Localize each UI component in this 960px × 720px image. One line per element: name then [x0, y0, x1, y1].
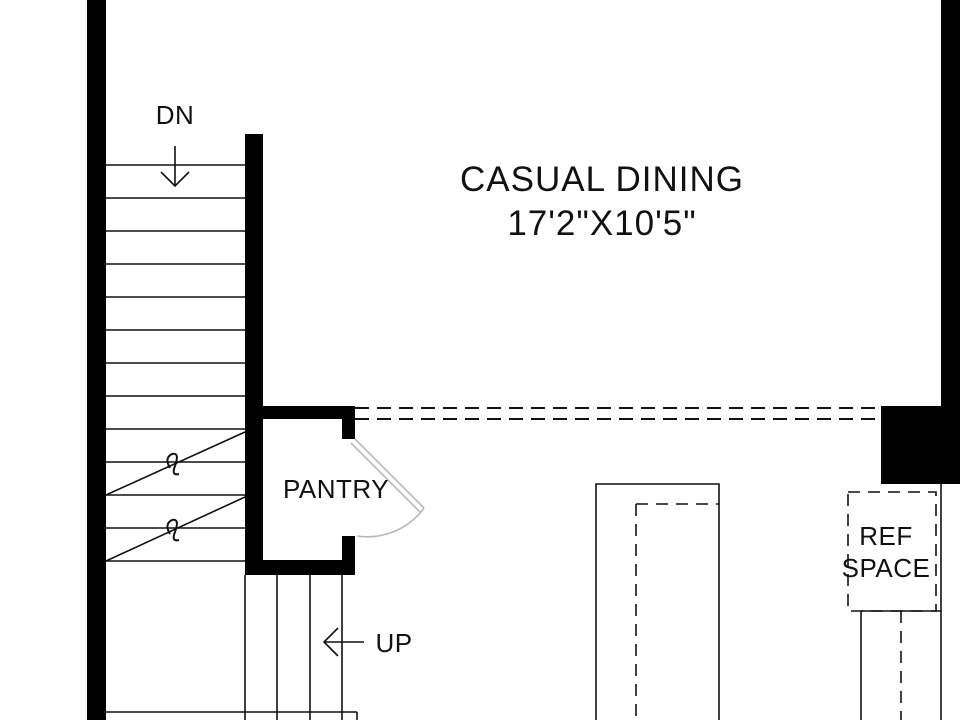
kitchen-island	[595, 483, 720, 720]
wall-stair-divider	[245, 134, 263, 574]
stair-down-label: DN	[156, 100, 195, 130]
wall-pantry-jamb-top	[342, 406, 355, 439]
stair-break-marks	[166, 452, 180, 542]
room-dimensions-casual-dining: 17'2"X10'5"	[507, 204, 696, 243]
stair-down	[105, 164, 246, 562]
stair-up-label: UP	[375, 628, 412, 658]
wall-pantry-top	[245, 406, 355, 419]
walls	[87, 0, 960, 720]
wall-right-exterior	[941, 0, 960, 410]
wall-right-pier	[881, 406, 960, 484]
ref-space-box	[847, 491, 937, 612]
room-name-casual-dining: CASUAL DINING	[460, 160, 744, 199]
ref-space-label-line1: REF	[859, 521, 913, 551]
right-counter	[860, 484, 942, 720]
pantry-door	[350, 438, 425, 538]
ref-space-label-line2: SPACE	[842, 553, 931, 583]
room-name-pantry: PANTRY	[283, 474, 389, 504]
wall-pantry-bottom	[245, 560, 355, 575]
up-arrow-icon	[322, 627, 364, 657]
down-arrow-icon	[160, 146, 190, 188]
wall-left-exterior	[87, 0, 106, 720]
dashed-opening	[355, 407, 881, 420]
stair-up	[106, 575, 358, 720]
